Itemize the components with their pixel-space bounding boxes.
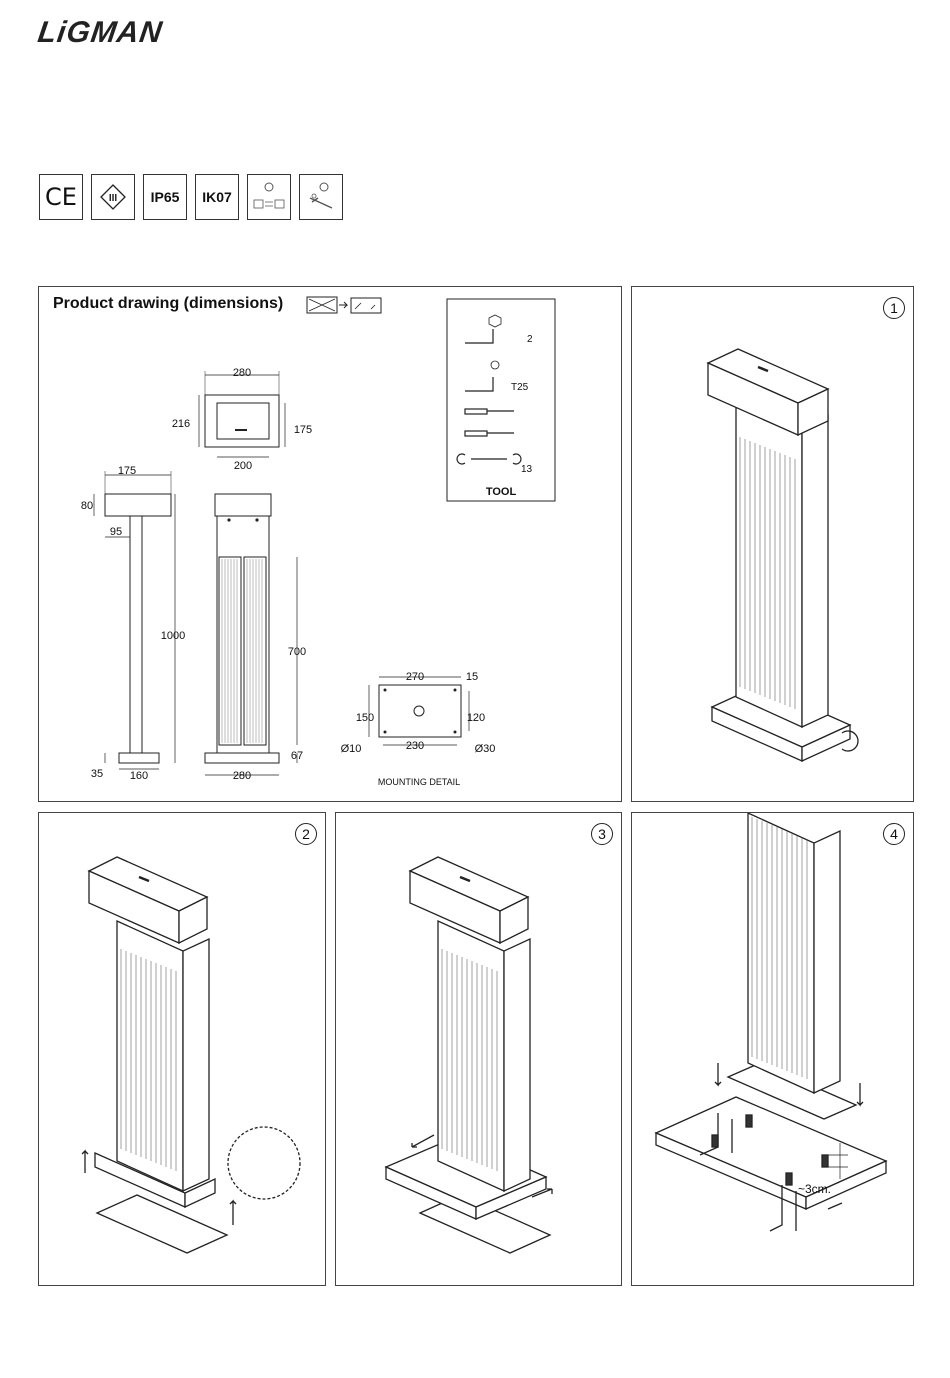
- step-1-illustration: [632, 287, 915, 803]
- dim-top-width: 280: [233, 367, 251, 379]
- step-3-illustration: [336, 813, 623, 1287]
- step-4-illustration: ~3cm.: [632, 813, 915, 1287]
- step-1-panel: 1: [631, 286, 914, 802]
- dim-mount-230: 230: [406, 740, 424, 752]
- step-2-illustration: [39, 813, 327, 1287]
- ip65-label: IP65: [151, 189, 180, 205]
- tool-label: TOOL: [486, 486, 517, 498]
- installer-icon: [299, 174, 343, 220]
- dim-top-depth: 216: [172, 418, 190, 430]
- tool-torx-size: T25: [511, 382, 529, 393]
- step-4-panel: 4 ~3cm.: [631, 812, 914, 1286]
- dim-side-base: 35: [91, 768, 103, 780]
- step-4-note: ~3cm.: [798, 1182, 831, 1196]
- dimension-drawing: 280 216 175 200 175 80 95 1000 35 160 70…: [39, 287, 623, 803]
- tool-hex-size: 2: [527, 334, 533, 345]
- dim-mount-d10: Ø10: [341, 743, 362, 755]
- mounting-detail-label: MOUNTING DETAIL: [378, 777, 460, 787]
- class-iii-icon: III: [91, 174, 135, 220]
- step-3-panel: 3: [335, 812, 622, 1286]
- dim-grille-height: 700: [288, 646, 306, 658]
- dim-side-pole: 95: [110, 526, 122, 538]
- dim-side-head-width: 175: [118, 465, 136, 477]
- dim-side-head-height: 80: [81, 500, 93, 512]
- step-2-panel: 2: [38, 812, 326, 1286]
- dim-front-base-width: 280: [233, 770, 251, 782]
- voltage-icon: [247, 174, 291, 220]
- product-drawing-panel: Product drawing (dimensions): [38, 286, 622, 802]
- dim-top-depth-inner: 175: [294, 424, 312, 436]
- ik07-label: IK07: [202, 189, 232, 205]
- ip65-badge: IP65: [143, 174, 187, 220]
- brand-logo: LiGMAN: [36, 16, 165, 50]
- ce-mark-label: CE: [45, 183, 77, 211]
- dim-mount-150: 150: [356, 712, 374, 724]
- ce-mark-icon: CE: [39, 174, 83, 220]
- class-iii-diamond-icon: III: [98, 182, 128, 212]
- tool-wrench-size: 13: [521, 464, 533, 475]
- dim-side-base-width: 160: [130, 770, 148, 782]
- dim-mount-270: 270: [406, 671, 424, 683]
- dim-mount-120: 120: [467, 712, 485, 724]
- dim-mount-d30: Ø30: [475, 743, 496, 755]
- dim-top-inner: 200: [234, 460, 252, 472]
- dim-base-height: 67: [291, 750, 303, 762]
- ik07-badge: IK07: [195, 174, 239, 220]
- class-iii-label: III: [109, 193, 118, 204]
- dim-height: 1000: [161, 630, 185, 642]
- dim-mount-15: 15: [466, 671, 478, 683]
